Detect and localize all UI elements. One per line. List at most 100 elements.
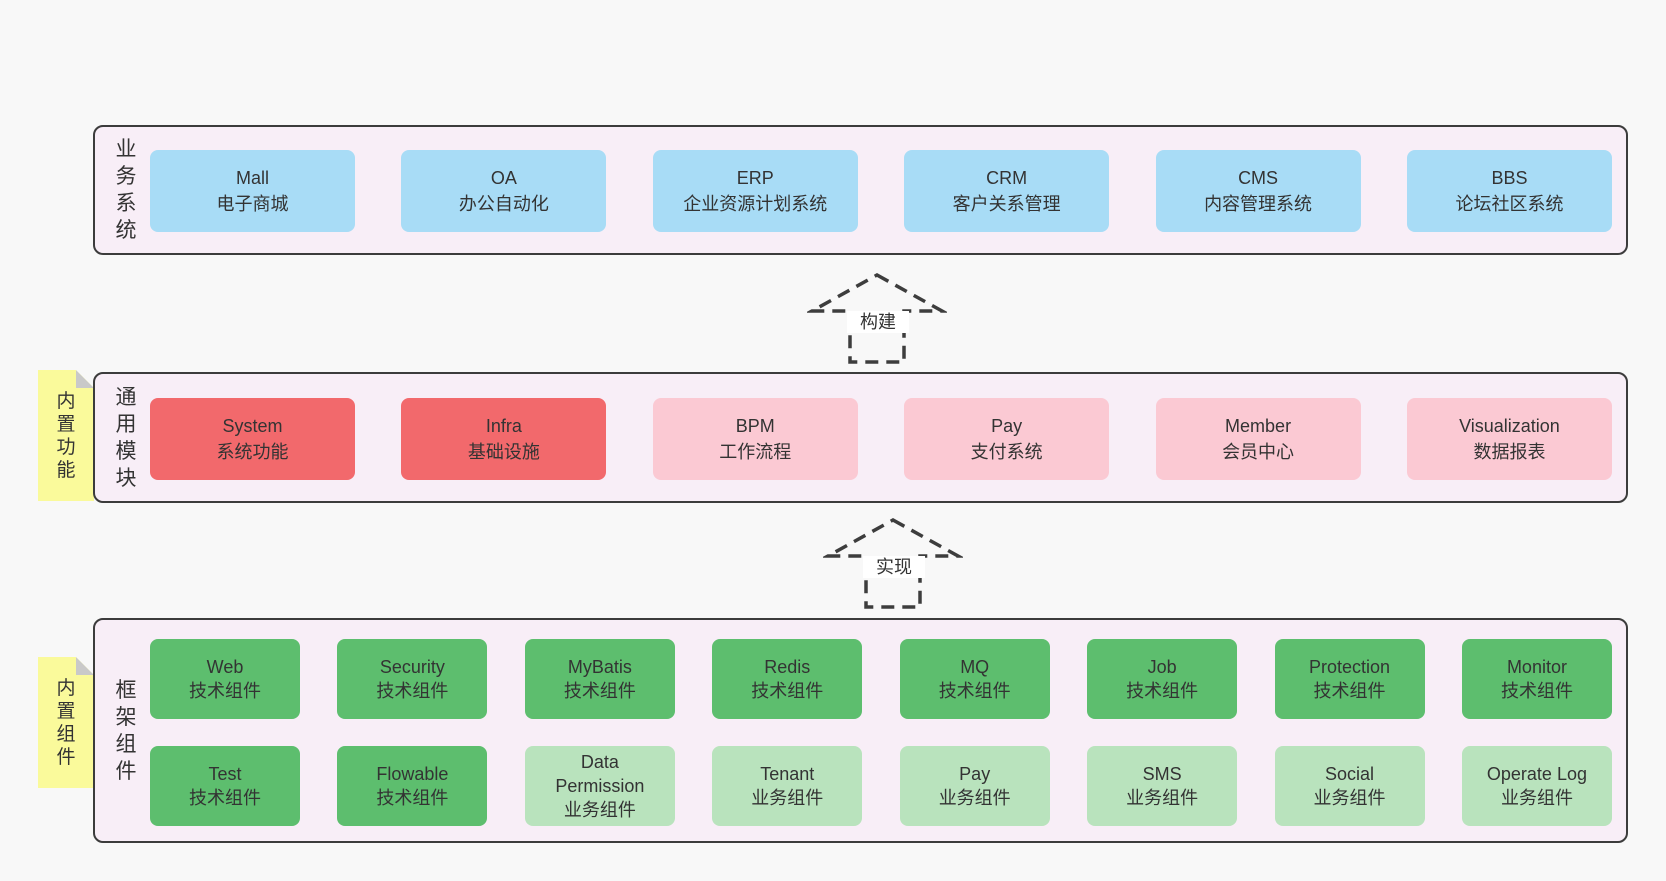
box-subtitle: 系统功能 xyxy=(216,442,289,462)
box-pay: Pay 支付系统 xyxy=(904,398,1110,480)
box-subtitle: 技术组件 xyxy=(376,681,449,701)
implement-arrow-label: 实现 xyxy=(863,556,925,578)
box-subtitle: 技术组件 xyxy=(189,788,261,808)
tag-built-in-features-label: 内置功能 xyxy=(56,390,76,481)
box-title: Pay xyxy=(959,764,991,784)
panel-common-modules-title: 通用模块 xyxy=(115,385,137,490)
box-bbs: BBS 论坛社区系统 xyxy=(1406,150,1612,232)
box-subtitle: 会员中心 xyxy=(1222,442,1295,462)
box-flowable: Flowable 技术组件 xyxy=(337,746,488,826)
box-title: System xyxy=(222,416,283,436)
box-subtitle: 企业资源计划系统 xyxy=(683,194,828,214)
implement-arrow-icon xyxy=(823,517,963,609)
box-bpm: BPM 工作流程 xyxy=(652,398,858,480)
box-title: Mall xyxy=(235,168,269,188)
box-title: SMS xyxy=(1142,764,1182,784)
box-title: Redis xyxy=(764,657,811,677)
box-subtitle: 内容管理系统 xyxy=(1204,194,1313,214)
box-crm: CRM 客户关系管理 xyxy=(904,150,1110,232)
box-web: Web 技术组件 xyxy=(150,639,300,719)
box-subtitle: 业务组件 xyxy=(938,788,1011,808)
box-subtitle: 业务组件 xyxy=(1500,788,1573,808)
box-title: MQ xyxy=(960,657,990,677)
box-subtitle: 办公自动化 xyxy=(458,194,549,214)
box-subtitle: 技术组件 xyxy=(1313,681,1386,701)
box-subtitle: 工作流程 xyxy=(719,442,792,462)
box-title: MyBatis xyxy=(567,657,632,677)
box-subtitle: 业务组件 xyxy=(751,788,824,808)
box-subtitle: 业务组件 xyxy=(1126,788,1199,808)
box-subtitle: 数据报表 xyxy=(1473,442,1546,462)
box-sms: SMS 业务组件 xyxy=(1087,746,1238,826)
box-social: Social 业务组件 xyxy=(1274,746,1425,826)
box-pay: Pay 业务组件 xyxy=(899,746,1050,826)
box-title: Visualization xyxy=(1459,416,1560,436)
box-subtitle: 技术组件 xyxy=(189,681,261,701)
box-title: CMS xyxy=(1238,168,1279,188)
box-title: BPM xyxy=(735,416,775,436)
box-subtitle: 论坛社区系统 xyxy=(1455,194,1564,214)
box-subtitle: 客户关系管理 xyxy=(952,194,1061,214)
box-title: Operate Log xyxy=(1486,764,1587,784)
box-system: System 系统功能 xyxy=(150,398,355,480)
panel-framework-components-title: 框架组件 xyxy=(115,678,137,783)
box-title: ERP xyxy=(736,168,774,188)
box-visualization: Visualization 数据报表 xyxy=(1406,398,1612,480)
box-title: CRM xyxy=(986,168,1028,188)
box-subtitle: 业务组件 xyxy=(563,800,636,820)
box-title: Social xyxy=(1325,764,1375,784)
box-cms: CMS 内容管理系统 xyxy=(1155,150,1361,232)
box-subtitle: 支付系统 xyxy=(970,442,1043,462)
box-mybatis: MyBatis 技术组件 xyxy=(524,639,675,719)
box-title: Member xyxy=(1225,416,1292,436)
box-data-permission: Data Permission 业务组件 xyxy=(524,746,675,826)
box-oa: OA 办公自动化 xyxy=(401,150,607,232)
box-tenant: Tenant 业务组件 xyxy=(712,746,863,826)
box-protection: Protection 技术组件 xyxy=(1274,639,1425,719)
box-erp: ERP 企业资源计划系统 xyxy=(652,150,858,232)
box-member: Member 会员中心 xyxy=(1155,398,1361,480)
box-title: Test xyxy=(208,764,242,784)
tag-built-in-features: 内置功能 xyxy=(38,370,94,501)
box-subtitle: 技术组件 xyxy=(376,788,449,808)
box-subtitle: 技术组件 xyxy=(938,681,1011,701)
box-title: Job xyxy=(1147,657,1177,677)
box-title: Monitor xyxy=(1506,657,1567,677)
box-title: BBS xyxy=(1491,168,1528,188)
box-monitor: Monitor 技术组件 xyxy=(1461,639,1612,719)
panel-framework-components: 框架组件 Web 技术组件 Security 技术组件 MyBatis 技术组件 Redis… xyxy=(93,618,1628,843)
folded-corner xyxy=(76,657,94,675)
box-title: Pay xyxy=(991,416,1023,436)
panel-business-systems-title: 业务系统 xyxy=(115,138,137,242)
tag-built-in-components-label: 内置组件 xyxy=(56,677,76,768)
box-subtitle: 技术组件 xyxy=(563,681,636,701)
box-security: Security 技术组件 xyxy=(337,639,488,719)
box-title: OA xyxy=(490,168,517,188)
box-title: Security xyxy=(379,657,445,677)
box-title: Tenant xyxy=(760,764,815,784)
box-subtitle: 技术组件 xyxy=(1126,681,1199,701)
tag-built-in-components: 内置组件 xyxy=(38,657,94,788)
box-subtitle: 基础设施 xyxy=(467,442,540,462)
box-operate-log: Operate Log 业务组件 xyxy=(1461,746,1612,826)
box-mq: MQ 技术组件 xyxy=(899,639,1050,719)
box-subtitle: 业务组件 xyxy=(1313,788,1386,808)
build-arrow-icon xyxy=(807,272,947,364)
build-arrow-label: 构建 xyxy=(847,311,909,333)
box-title: Data Permission xyxy=(555,752,645,796)
box-subtitle: 技术组件 xyxy=(1500,681,1573,701)
box-test: Test 技术组件 xyxy=(150,746,300,826)
box-title: Web xyxy=(206,657,244,677)
box-title: Protection xyxy=(1309,657,1391,677)
box-title: Flowable xyxy=(376,764,449,784)
